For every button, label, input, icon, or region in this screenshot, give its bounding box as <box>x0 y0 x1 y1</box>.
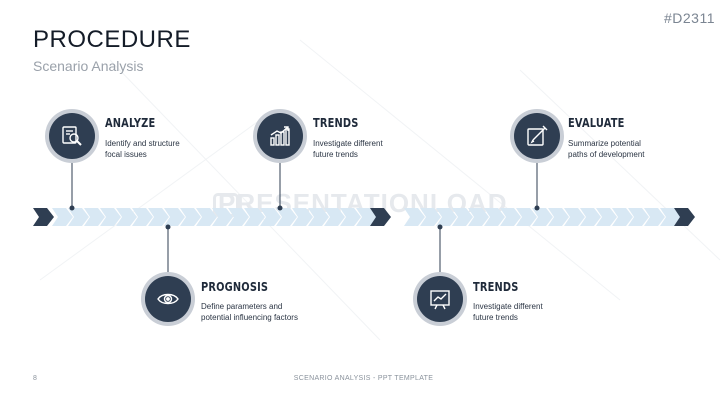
timeline-chevron <box>116 208 137 226</box>
timeline-chevron <box>548 208 569 226</box>
step-node-prognosis <box>141 272 195 326</box>
connector-dot-analyze <box>69 205 75 211</box>
timeline-mid-chevron <box>370 208 391 226</box>
timeline-chevron <box>564 208 585 226</box>
timeline-chevron <box>228 208 249 226</box>
page-title: PROCEDURE <box>33 26 191 53</box>
timeline-chevron <box>148 208 169 226</box>
step-title-prognosis: PROGNOSIS <box>201 280 269 294</box>
step-desc-evaluate: Summarize potential paths of development <box>568 139 645 159</box>
connector-dot-trends-2 <box>437 224 443 230</box>
timeline-chevron <box>212 208 233 226</box>
pencil-note-icon <box>527 125 548 146</box>
timeline-chevron <box>532 208 553 226</box>
step-desc-analyze: Identify and structure focal issues <box>105 139 180 159</box>
slide-id: #D2311 <box>663 10 715 26</box>
timeline-chevron <box>308 208 329 226</box>
timeline-chevron <box>276 208 297 226</box>
timeline-chevron <box>628 208 649 226</box>
line-chart-board-icon <box>430 290 450 310</box>
timeline-chevron <box>644 208 665 226</box>
timeline-chevron <box>660 208 681 226</box>
timeline-chevron <box>68 208 89 226</box>
page-number: 8 <box>33 375 37 382</box>
step-node-analyze <box>45 109 99 163</box>
timeline-chevron <box>52 208 73 226</box>
timeline-chevron <box>436 208 457 226</box>
timeline-chevron <box>164 208 185 226</box>
timeline-chevron <box>100 208 121 226</box>
timeline-chevron <box>356 208 377 226</box>
timeline-chevron <box>340 208 361 226</box>
timeline-chevron <box>196 208 217 226</box>
connector-dot-prognosis <box>165 224 171 230</box>
step-title-trends-1: TRENDS <box>313 116 359 130</box>
timeline-chevron <box>404 208 425 226</box>
timeline-chevron <box>612 208 633 226</box>
step-title-analyze: ANALYZE <box>105 116 156 130</box>
timeline-chevrons <box>52 208 681 226</box>
timeline-chevron <box>420 208 441 226</box>
step-title-trends-2: TRENDS <box>473 280 519 294</box>
timeline-end-chevron <box>674 208 695 226</box>
step-node-trends-2 <box>413 272 467 326</box>
timeline-chevron <box>260 208 281 226</box>
connector-dot-trends-1 <box>277 205 283 211</box>
timeline-chevron <box>516 208 537 226</box>
timeline-chevron <box>84 208 105 226</box>
step-node-evaluate <box>510 109 564 163</box>
step-desc-trends-1: Investigate different future trends <box>313 139 383 159</box>
timeline-chevron <box>484 208 505 226</box>
timeline-chevron <box>292 208 313 226</box>
timeline-chevron <box>324 208 345 226</box>
timeline-chevron <box>580 208 601 226</box>
magnifier-document-icon <box>62 126 82 146</box>
timeline-start-chevron <box>33 208 54 226</box>
timeline-chevron <box>244 208 265 226</box>
footer-text: SCENARIO ANALYSIS - PPT TEMPLATE <box>293 375 434 382</box>
timeline-chevron <box>180 208 201 226</box>
timeline-chevron <box>500 208 521 226</box>
step-desc-trends-2: Investigate different future trends <box>473 302 543 322</box>
step-desc-prognosis: Define parameters and potential influenc… <box>201 302 298 322</box>
step-node-trends-1 <box>253 109 307 163</box>
timeline-chevron <box>132 208 153 226</box>
bar-chart-trend-icon <box>270 126 290 146</box>
step-title-evaluate: EVALUATE <box>568 116 625 130</box>
eye-icon <box>157 293 179 305</box>
page-subtitle: Scenario Analysis <box>33 58 144 74</box>
timeline-chevron <box>596 208 617 226</box>
timeline-chevron <box>452 208 473 226</box>
connector-dot-evaluate <box>534 205 540 211</box>
timeline-chevron <box>468 208 489 226</box>
